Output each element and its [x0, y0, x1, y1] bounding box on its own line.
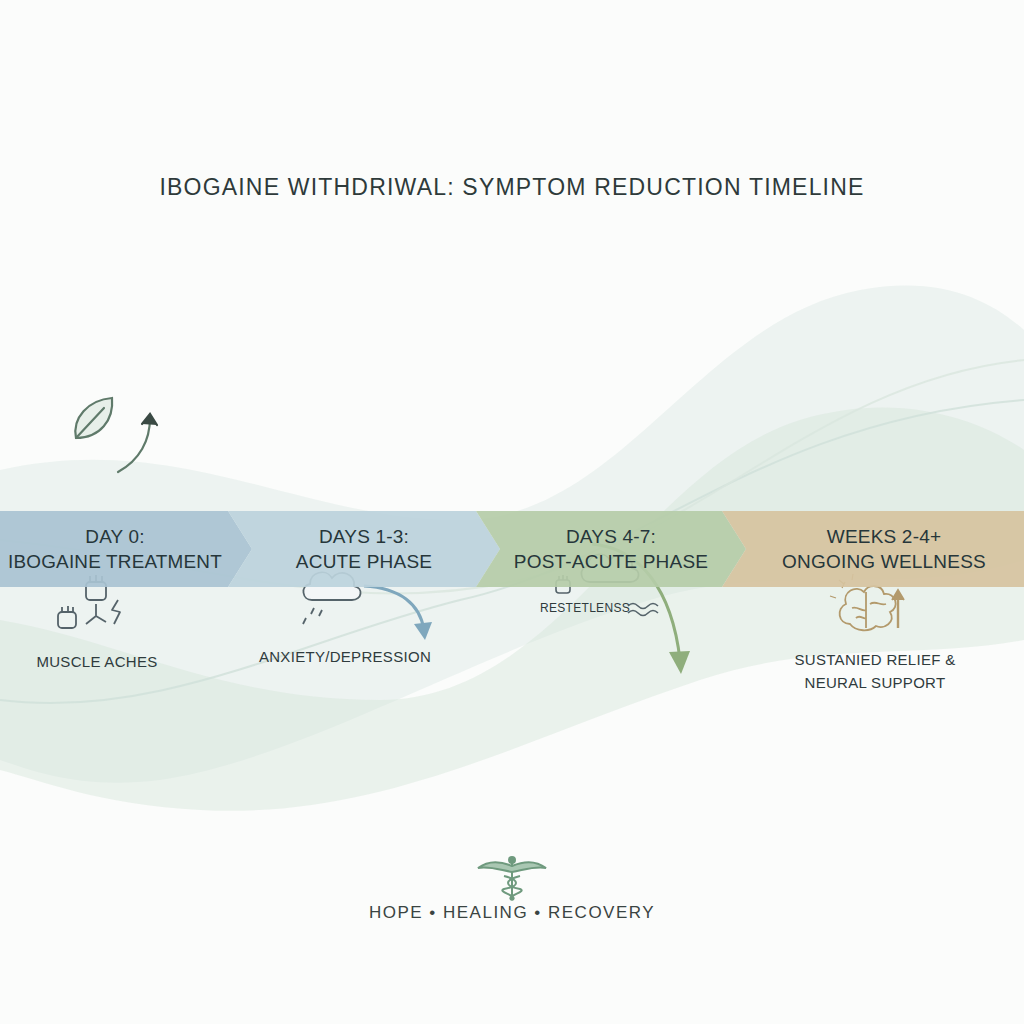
phase-band: DAYS 1-3:ACUTE PHASE: [228, 511, 500, 587]
phase-name: ACUTE PHASE: [296, 549, 432, 574]
phase-day: DAY 0:: [85, 524, 144, 549]
wave-icon: [628, 604, 658, 616]
phase-day: DAYS 1-3:: [319, 524, 409, 549]
phase-band: DAYS 4-7:POST-ACUTE PHASE: [476, 511, 746, 587]
chevron-shape: [228, 511, 500, 587]
trend-arrowhead: [669, 651, 690, 674]
phase-name: ONGOING WELLNESS: [782, 549, 986, 574]
symptom-label: RESTETLENSS: [520, 598, 650, 618]
symptom-label: ANXIETY/DEPRESSION: [235, 645, 455, 668]
caduceus-symbol: [478, 857, 546, 900]
chevron-shape: [476, 511, 746, 587]
chevron-fill: [476, 511, 746, 587]
diagram-title: IBOGAINE WITHDRIWAL: SYMPTOM REDUCTION T…: [0, 174, 1024, 201]
wave-line: [0, 360, 1024, 593]
symptom-label: MUSCLE ACHES: [0, 650, 197, 673]
phase-name: POST-ACUTE PHASE: [514, 549, 708, 574]
phase-name: IBOGAINE TREATMENT: [8, 549, 222, 574]
wave-shape: [0, 408, 1024, 811]
leaf-icon: [75, 398, 157, 472]
chevron-fill: [0, 511, 252, 587]
caption: HOPE • HEALING • RECOVERY: [0, 903, 1024, 923]
phase-day: WEEKS 2-4+: [827, 524, 941, 549]
chevron-shape: [722, 511, 1024, 587]
chevron-fill: [228, 511, 500, 587]
symptom-label: SUSTANIED RELIEF & NEURAL SUPPORT: [790, 648, 960, 694]
trend-arrowhead: [414, 622, 432, 640]
phase-day: DAYS 4-7:: [566, 524, 656, 549]
trend-arrow: [364, 586, 424, 630]
phase-band: WEEKS 2-4+ONGOING WELLNESS: [722, 511, 1024, 587]
chevron-fill: [722, 511, 1024, 587]
chevron-shape: [0, 511, 252, 587]
phase-band: DAY 0:IBOGAINE TREATMENT: [0, 511, 252, 587]
